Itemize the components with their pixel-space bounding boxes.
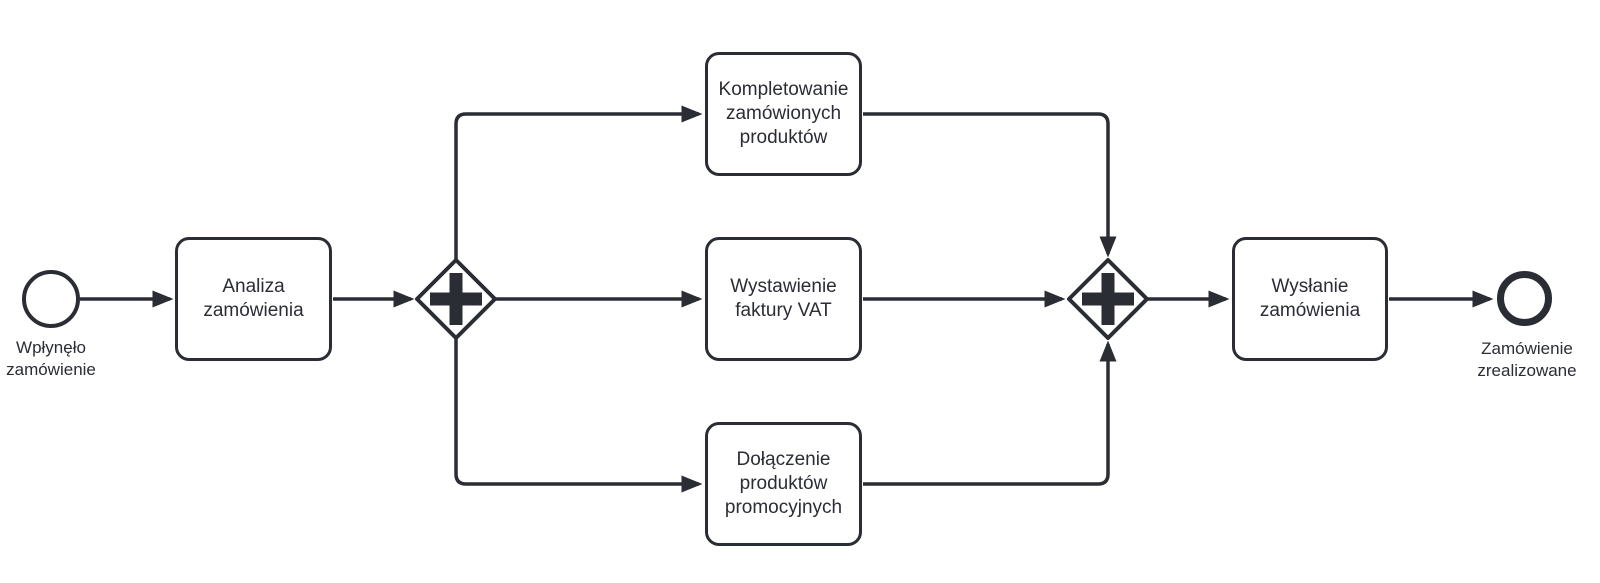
start-event <box>22 270 80 328</box>
task-dolaczenie-produktow: Dołączenie produktów promocyjnych <box>705 422 862 546</box>
flow-split-to-kompletowanie <box>454 105 703 259</box>
task-label: Dołączenie produktów promocyjnych <box>724 449 843 518</box>
task-label: Analiza zamówienia <box>203 276 304 321</box>
start-event-label: Wpłynęło zamówienie <box>6 338 96 380</box>
task-analiza-zamowienia: Analiza zamówienia <box>175 237 332 361</box>
flow-promocyjne-to-join <box>863 340 1117 486</box>
plus-icon <box>1082 273 1134 325</box>
end-event <box>1497 271 1552 326</box>
task-label: Kompletowanie zamówionych produktów <box>718 79 849 148</box>
task-label: Wysłanie zamówienia <box>1259 276 1361 321</box>
parallel-gateway-join <box>1067 258 1149 340</box>
parallel-gateway-split <box>415 258 497 340</box>
task-wyslanie-zamowienia: Wysłanie zamówienia <box>1232 237 1388 361</box>
end-event-label: Zamówienie zrealizowane <box>1477 339 1577 381</box>
flow-kompletowanie-to-join <box>863 112 1117 258</box>
plus-icon <box>430 273 482 325</box>
task-wystawienie-faktury: Wystawienie faktury VAT <box>705 237 862 361</box>
flow-split-to-promocyjne <box>454 339 703 493</box>
task-label: Wystawienie faktury VAT <box>730 276 837 321</box>
task-kompletowanie-produktow: Kompletowanie zamówionych produktów <box>705 52 862 176</box>
